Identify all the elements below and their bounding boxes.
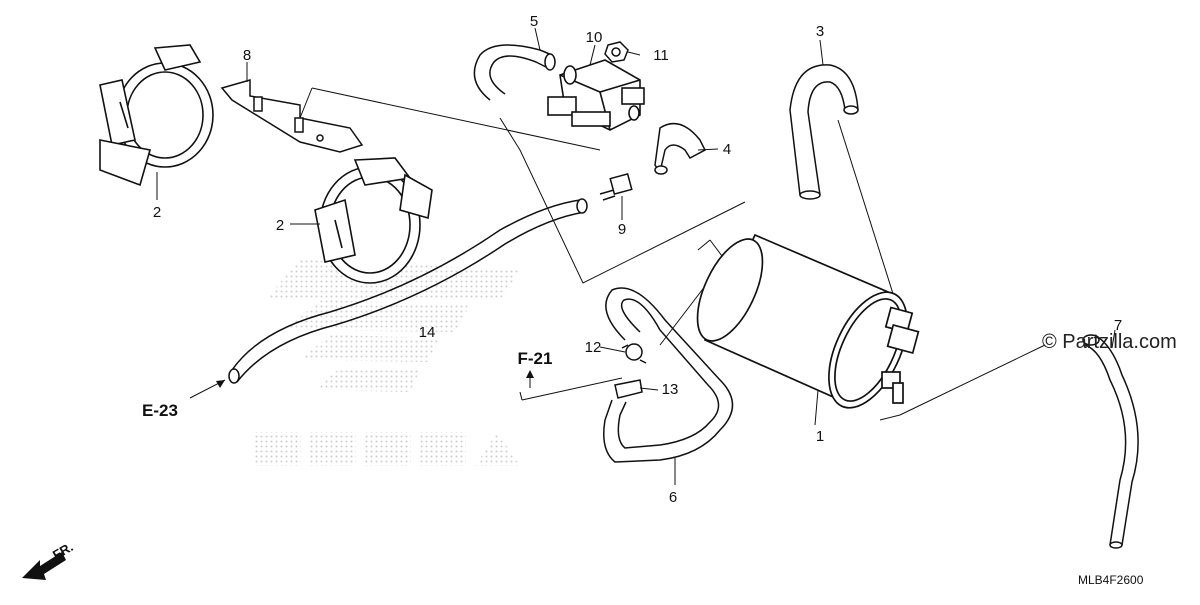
hose-loop[interactable] <box>603 287 734 463</box>
callout-3: 3 <box>816 23 824 40</box>
clamp-center[interactable] <box>314 157 433 284</box>
callout-13: 13 <box>662 381 679 398</box>
bracket-plate[interactable] <box>220 79 364 153</box>
hose-upper[interactable] <box>473 44 556 101</box>
hose-long[interactable] <box>228 198 588 384</box>
ref-label-e23: E-23 <box>142 401 178 420</box>
callout-leaders <box>156 27 1116 485</box>
diagram-code: MLB4F2600 <box>1078 573 1144 587</box>
reference-f21: F-21 <box>518 349 553 388</box>
purge-control-valve[interactable] <box>547 59 645 131</box>
watermark-text: © Partzilla.com <box>1042 331 1177 353</box>
ref-label-f21: F-21 <box>518 349 553 368</box>
front-direction-indicator: FR. <box>22 539 76 580</box>
flange-nut[interactable] <box>604 41 629 63</box>
background-brand-logo <box>255 260 520 466</box>
callout-14: 14 <box>419 324 436 341</box>
callout-10: 10 <box>586 29 603 46</box>
hose-joint[interactable] <box>599 173 633 201</box>
hose-clip[interactable] <box>621 343 647 364</box>
callout-12: 12 <box>585 339 602 356</box>
callout-1: 1 <box>816 428 824 445</box>
callout-2-upper: 2 <box>153 204 161 221</box>
callout-6: 6 <box>669 489 677 506</box>
clamp-upper-left[interactable] <box>99 44 214 187</box>
callout-numbers: 1 2 2 3 4 5 6 7 8 9 10 11 12 13 14 <box>153 13 1122 506</box>
hose-short[interactable] <box>654 122 706 175</box>
callout-2-center: 2 <box>276 217 284 234</box>
hose-clamp-small[interactable] <box>614 379 643 399</box>
reference-e23: E-23 <box>142 379 226 420</box>
callout-8: 8 <box>243 47 251 64</box>
callout-9: 9 <box>618 221 626 238</box>
callout-11: 11 <box>653 47 669 64</box>
callout-4: 4 <box>723 141 731 158</box>
evap-canister[interactable] <box>684 230 923 420</box>
hose-j-shaped[interactable] <box>789 64 859 200</box>
callout-5: 5 <box>530 13 538 30</box>
callout-7: 7 <box>1114 317 1122 334</box>
hose-right[interactable] <box>1082 334 1139 549</box>
